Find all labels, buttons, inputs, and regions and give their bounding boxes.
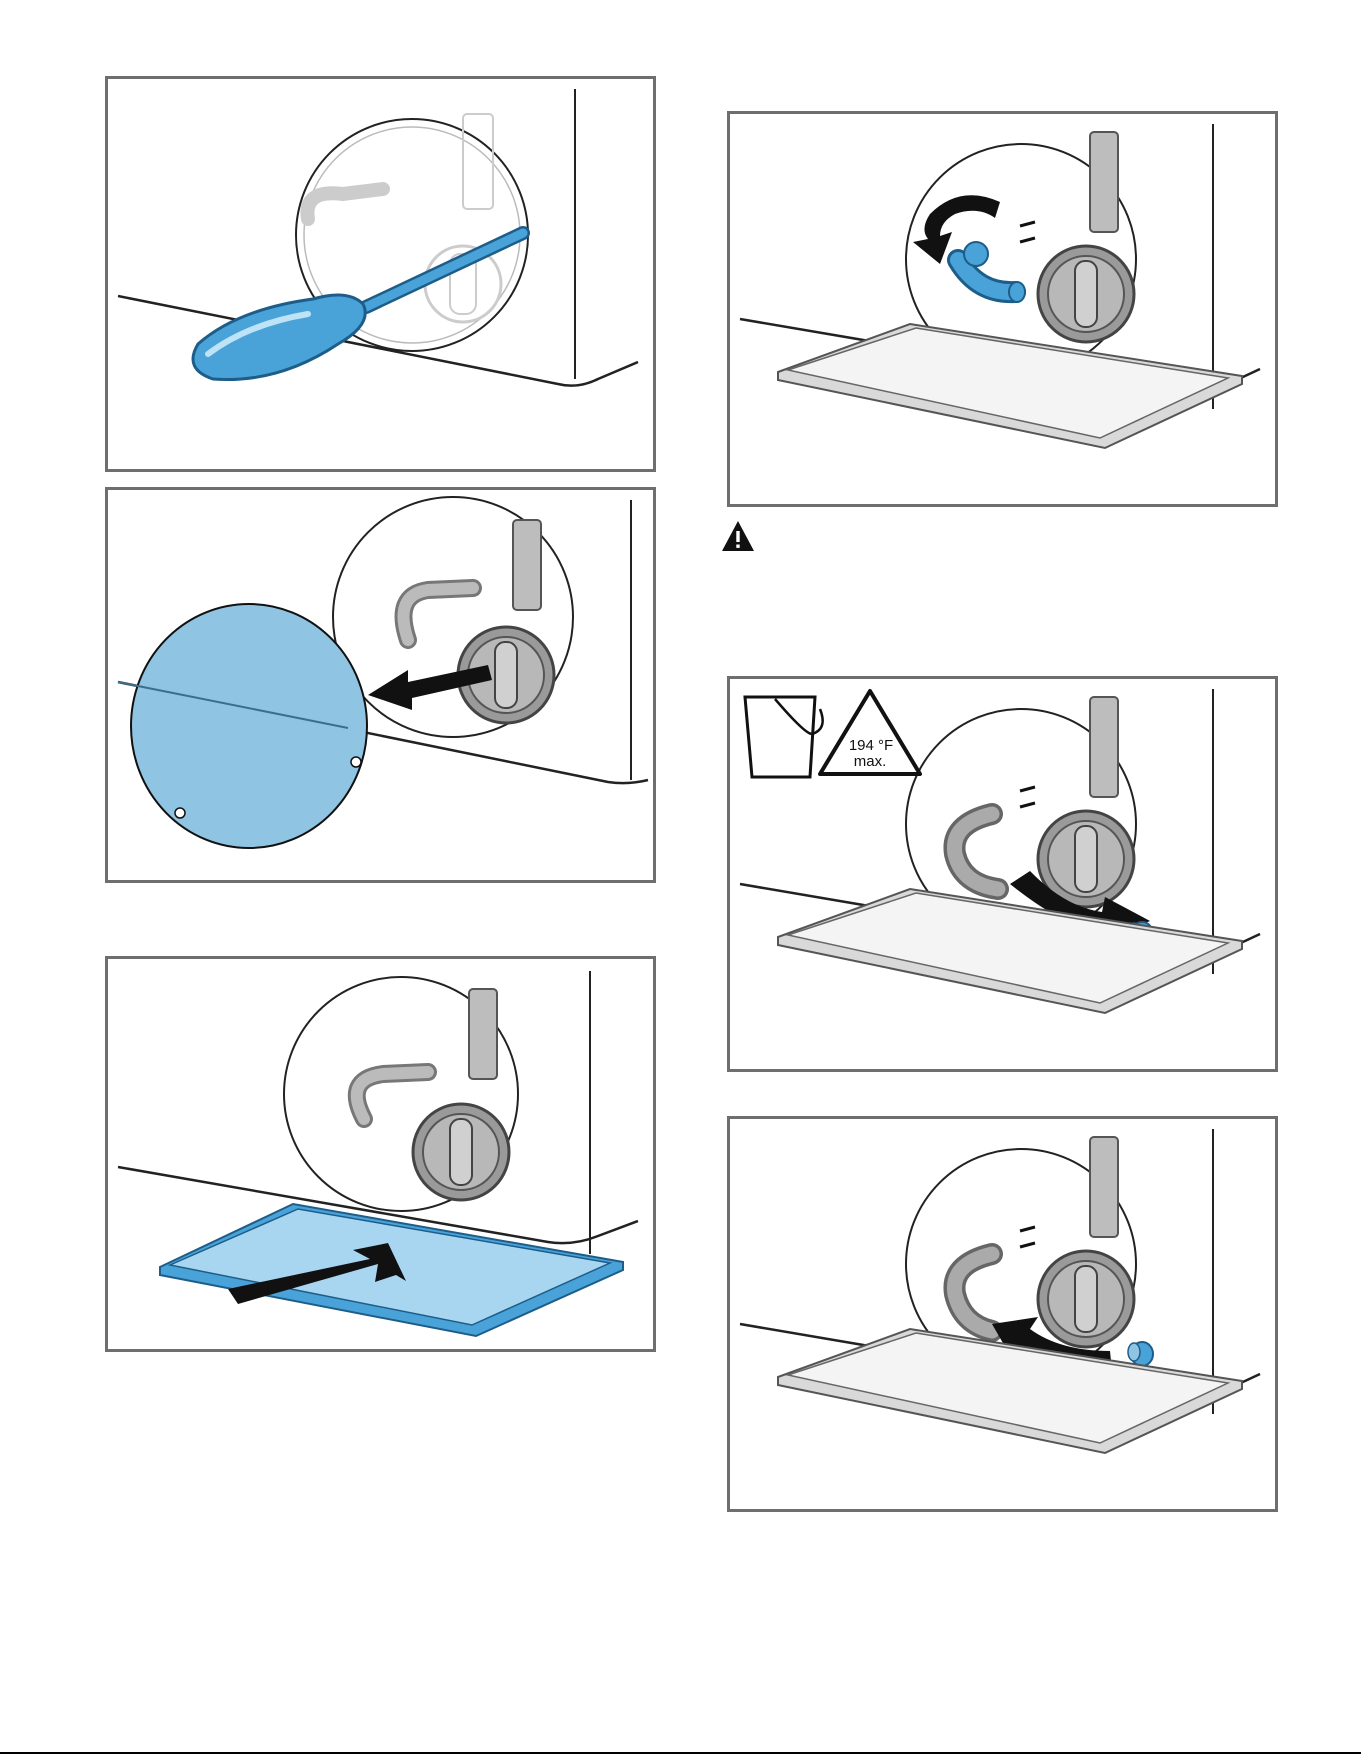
- cap-icon: [1128, 1342, 1153, 1366]
- drain-tray: [778, 1329, 1242, 1453]
- temperature-label: 194 °F: [849, 737, 893, 754]
- bucket-icon: [745, 697, 823, 777]
- figure-drain-water: 194 °F max.: [727, 676, 1278, 1072]
- footer-rule: [0, 1752, 1361, 1754]
- drain-tray: [778, 324, 1242, 448]
- figure-remove-cover-plate: [105, 487, 656, 883]
- warning-triangle-icon: [720, 519, 756, 553]
- drain-tray: [778, 889, 1242, 1013]
- figure-insert-tray: [105, 956, 656, 1352]
- figure-replace-cap: [727, 1116, 1278, 1512]
- temperature-limit-label: max.: [854, 753, 887, 770]
- cover-plate: [118, 604, 367, 848]
- figure-remove-cover-screwdriver: [105, 76, 656, 472]
- hot-water-warning-icon: 194 °F max.: [820, 691, 920, 774]
- figure-pull-out-hose: [727, 111, 1278, 507]
